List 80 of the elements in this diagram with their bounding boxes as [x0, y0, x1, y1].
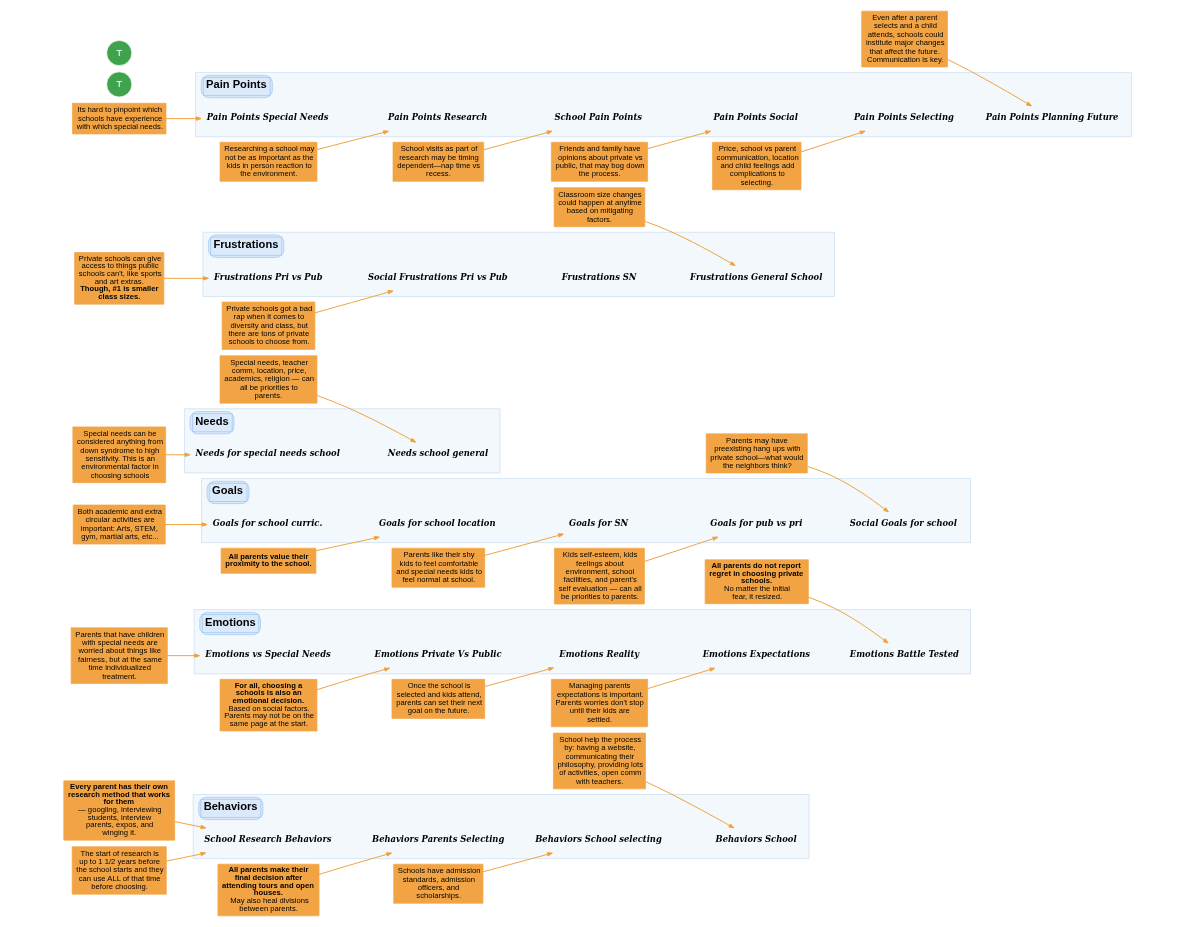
arrow [315, 535, 380, 552]
node-box: Classroom size changes could happen at anytime based on mitigating factors. [553, 187, 645, 228]
node-box: Friends and family have opinions about private vs public, that may bog down the process. [550, 141, 648, 182]
node-box: Every parent has their own research method that works for them — googling, interviewing students, interview parents, expos, and winging it. [62, 780, 175, 841]
arrow [644, 781, 734, 829]
node-text: Pain Points Research [387, 112, 487, 123]
label: T [115, 78, 122, 89]
arrow [173, 821, 206, 830]
node-text: Emotions Expectations [702, 649, 810, 660]
node-box: The start of research is up to 1 1/2 years before the school starts and they can use ALL of that time before choosing. [71, 846, 167, 895]
node-box: Price, school vs parent communication, location and child feelings add complications to selecting. [711, 141, 801, 191]
arrow [800, 130, 866, 153]
arrow [806, 465, 889, 513]
node-box: All parents make their final decision after attending tours and open houses. May also heal divisions between parents. [217, 863, 319, 917]
node-text: Frustrations Pri vs Pub [213, 271, 323, 282]
node-text: School Research Behaviors [203, 833, 332, 844]
arrow [166, 653, 200, 658]
arrow [946, 58, 1032, 107]
node-text: Goals for pub vs pri [709, 517, 802, 528]
node-box: Even after a parent selects and a child attends, schools could institute major changes that affect the future. Communication is key. [860, 10, 948, 68]
arrow [316, 395, 416, 443]
node-text: Pain Points Social [712, 112, 798, 123]
arrow [314, 290, 393, 314]
node-text: Needs for special needs school [195, 448, 340, 459]
arrow [646, 130, 711, 150]
node-box: Both academic and extra circular activities are important: Arts, STEM, gym, martial arts, etc... [72, 504, 166, 545]
node-text: Pain Points Special Needs [206, 112, 329, 123]
arrow [164, 522, 207, 527]
node-box: Private schools got a bad rap when it comes to diversity and class, but there are tons of private schools to choose from. [221, 301, 315, 350]
node-text: Frustrations SN [561, 271, 636, 282]
node-text: Goals for school location [378, 517, 496, 528]
node-text: Frustrations General School [689, 271, 822, 282]
node-text: Emotions Battle Tested [849, 649, 959, 660]
arrow [483, 667, 554, 687]
node-box: Parents like their shy kids to feel comfortable and special needs kids to feel normal at school. [391, 547, 485, 588]
arrow [483, 533, 564, 556]
label: T [115, 46, 122, 58]
node-box: Special needs, teacher comm, location, price, academics, religion — can all be priorities to parents. [219, 355, 317, 404]
node-box: Parents that have children with special needs are worried about things like fairness, but at the same time individualized treatment. [70, 627, 168, 684]
node-box: School visits as part of research may be timing dependent—nap time vs recess. [392, 141, 484, 182]
node-text: Social Goals for school [849, 517, 957, 528]
arrow [643, 536, 718, 562]
arrow [482, 852, 553, 873]
node-text: Needs school general [387, 448, 488, 459]
node-box: School help the process by: having a website, communicating their philosophy, providing lots of activities, open comm with teachers. [552, 732, 646, 790]
node-box: All parents value their proximity to the school. [220, 547, 316, 574]
arrow [807, 596, 889, 644]
node-text: Goals for SN [568, 517, 628, 528]
node-text: Emotions Reality [558, 649, 639, 660]
node-text: Behaviors School [715, 833, 797, 844]
arrow [482, 130, 553, 151]
arrow [165, 851, 206, 862]
arrow [316, 130, 389, 151]
arrow [318, 852, 392, 875]
node-box: Kids self-esteem, kids feelings about environment, school facilities, and parent's self evaluation — can all be priorities to parents. [553, 547, 645, 605]
arrow [162, 276, 209, 281]
node-box: Once the school is selected and kids attend, parents can set their next goal on the future. [391, 679, 485, 719]
node-box: For all, choosing a schools is also an emotional decision. Based on social factors. Parents may not be on the same page at the start. [219, 679, 317, 732]
node-box: Its hard to pinpoint which schools have experience with which special needs. [71, 102, 166, 135]
arrow [643, 220, 736, 267]
node-text: Goals for school curric. [212, 517, 322, 528]
node-text: Emotions Private Vs Public [374, 649, 502, 660]
node-text: Social Frustrations Pri vs Pub [367, 271, 508, 282]
node-box: Private schools can give access to things public schools can't, like sports and art extras. Though, #1 is smaller class sizes. [73, 252, 164, 305]
node-text: Pain Points Selecting [853, 112, 954, 123]
node-text: Behaviors Parents Selecting [371, 833, 504, 844]
arrow [316, 667, 390, 691]
arrow [165, 116, 202, 121]
node-box: Special needs can be considered anything from down syndrome to high sensitivity. This is an environmental factor in choosing schools [72, 426, 166, 484]
node-text: Behaviors School selecting [534, 833, 662, 844]
arrow [646, 667, 715, 690]
arrow [164, 452, 190, 457]
node-box: Schools have admission standards, admission officers, and scholarships. [392, 863, 483, 904]
node-box: Researching a school may not be as important as the kids in person reaction to the environment. [219, 141, 317, 182]
node-text: Emotions vs Special Needs [204, 649, 331, 660]
node-box: Parents may have preexisting hang ups with private school—what would the neighbors think? [705, 433, 808, 474]
node-text: Pain Points Planning Future [985, 112, 1118, 123]
node-box: Managing parents expectations is important. Parents worries don't stop until their kids are settled. [550, 679, 648, 728]
node-box: All parents do not report regret in choosing private schools. No matter the initial fear, it resized. [704, 559, 809, 605]
node-text: School Pain Points [553, 112, 642, 123]
